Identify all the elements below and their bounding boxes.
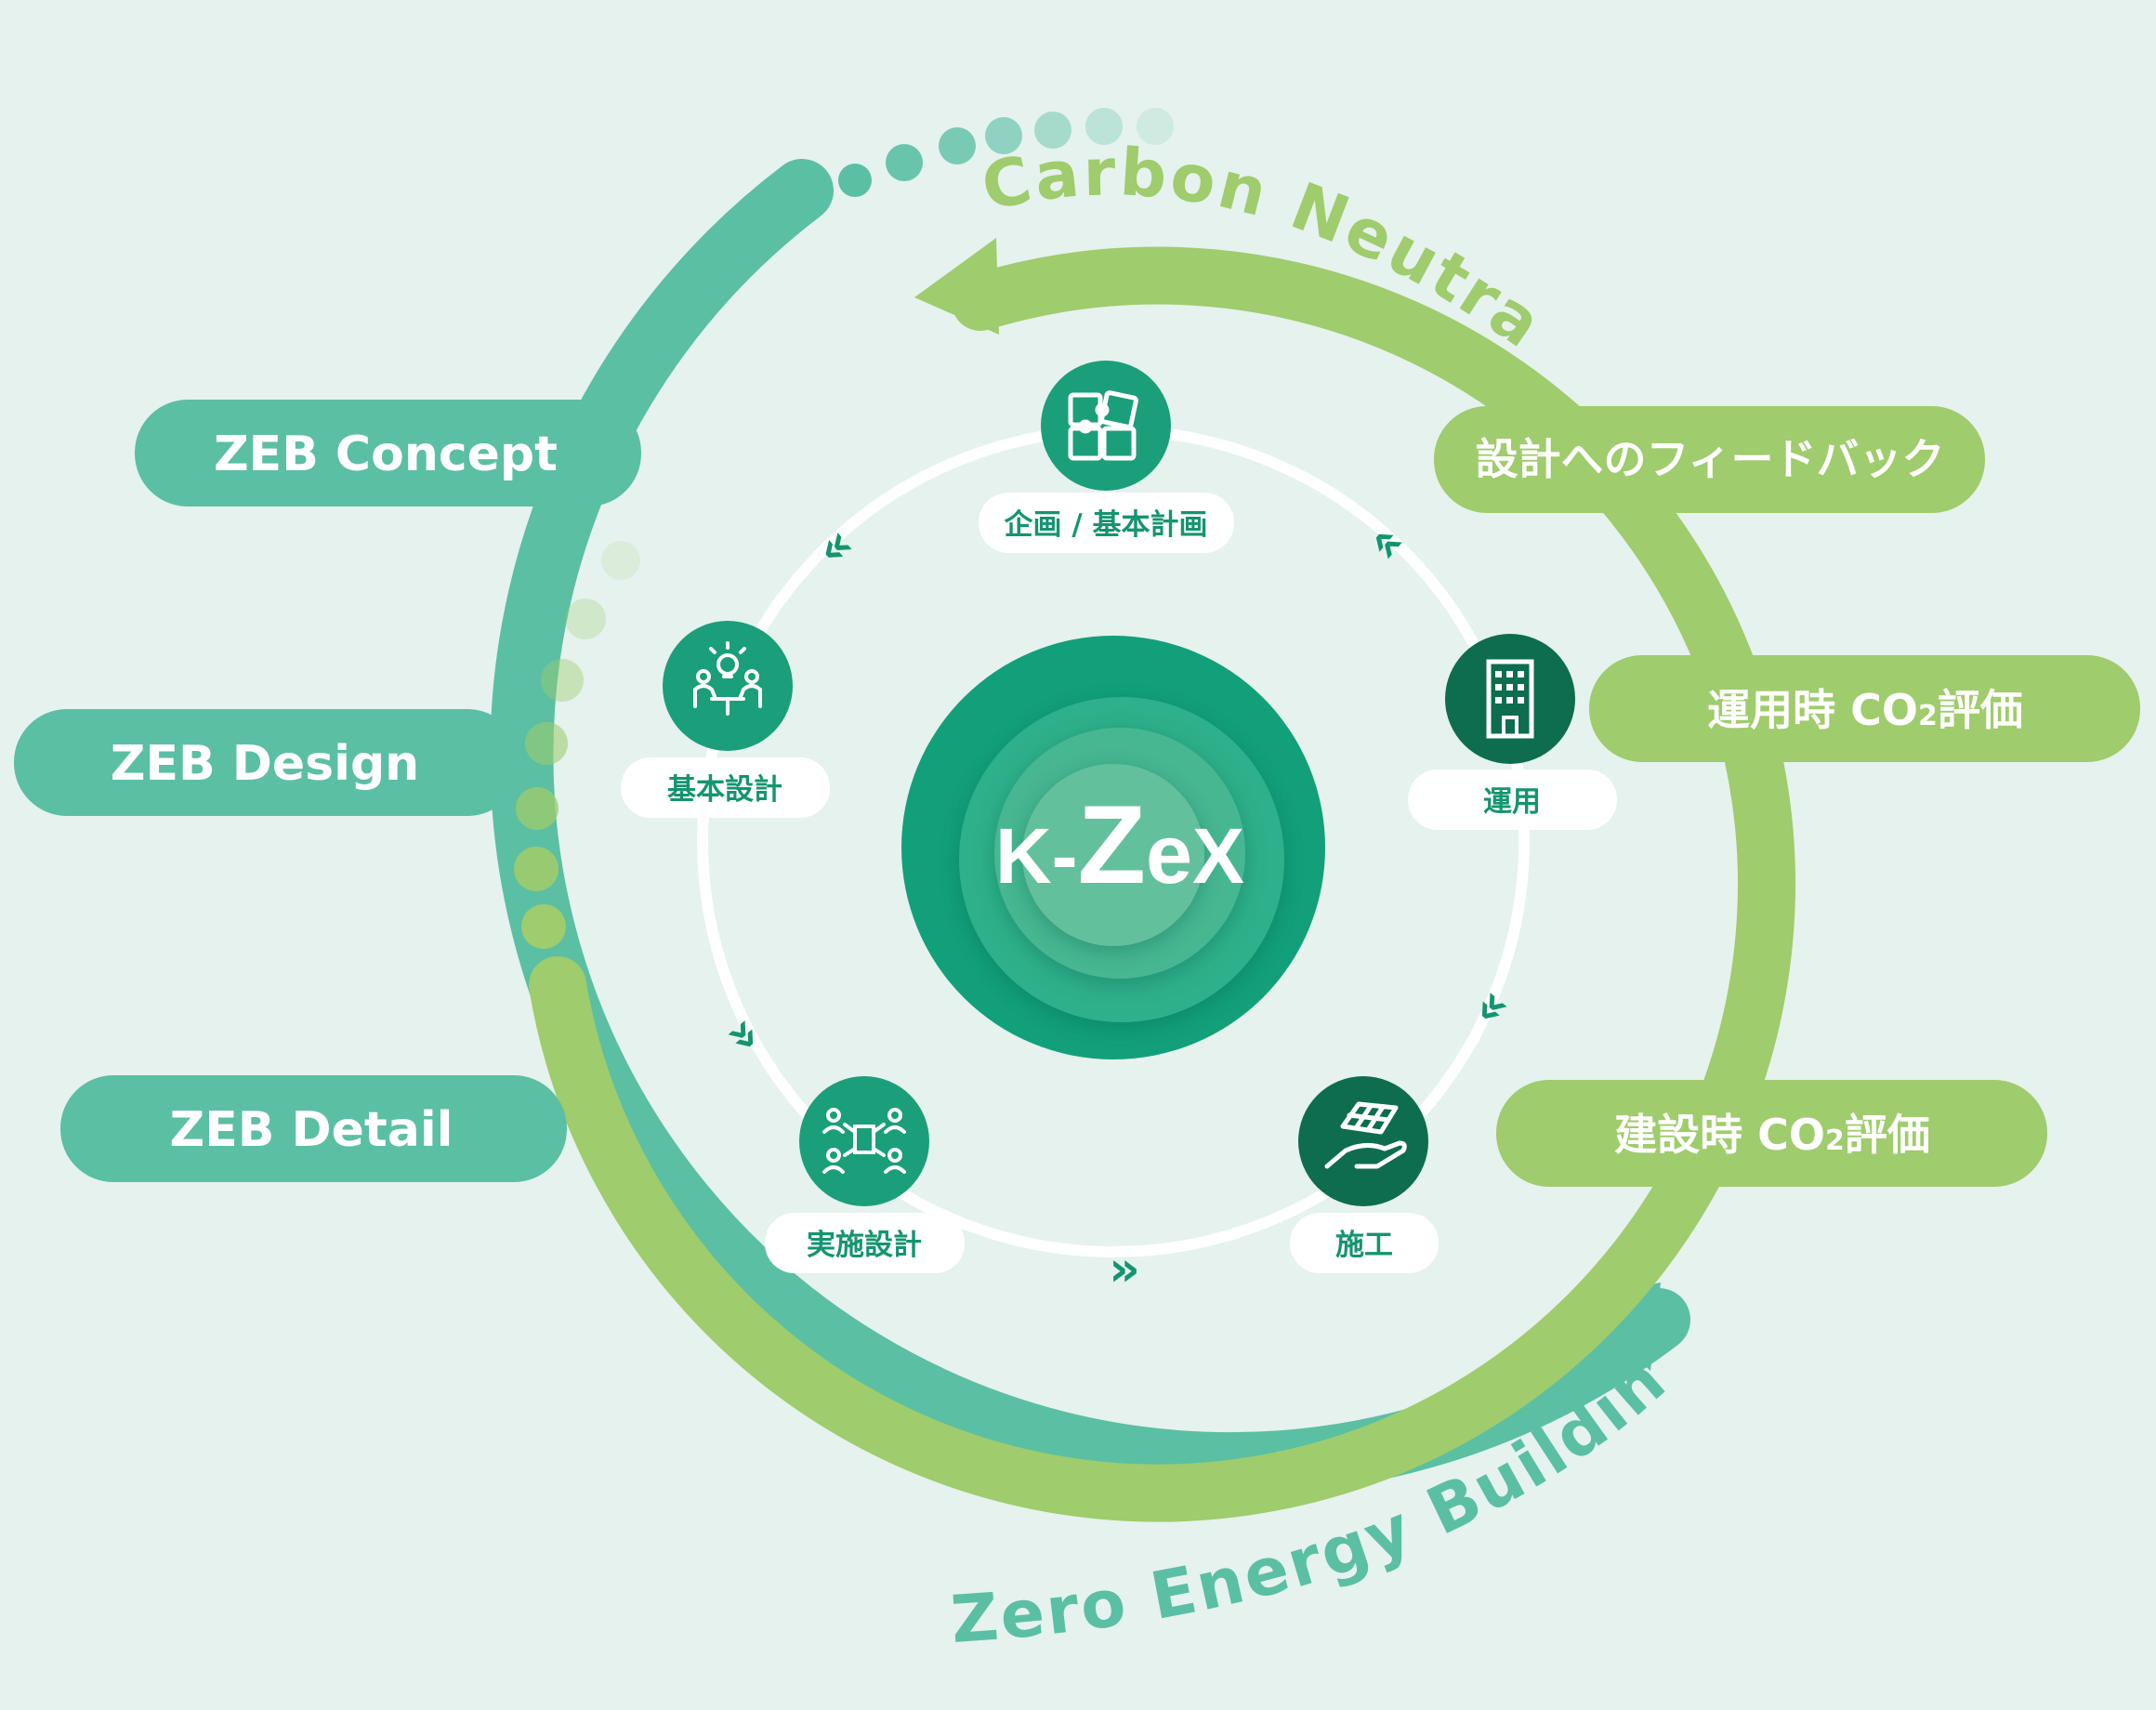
dot	[514, 847, 559, 891]
node-detailed-design-label: 実施設計	[807, 1229, 922, 1262]
zeb-design-pill: ZEB Design	[14, 709, 520, 816]
operation-co2-pill: 運用時 CO2評価	[1589, 655, 2140, 762]
dot	[886, 144, 923, 181]
node-planning-circle	[1041, 361, 1171, 491]
node-detailed-design: 実施設計	[765, 1076, 965, 1273]
logo-wordmark: K-ZeX	[995, 783, 1244, 907]
feedback-pill: 設計へのフィードバック	[1434, 406, 1985, 513]
dot	[521, 904, 566, 949]
zeb-detail-label: ZEB Detail	[170, 1102, 454, 1158]
flow-chevron: »	[1109, 1242, 1140, 1297]
building-icon	[1486, 659, 1534, 739]
lime-arrowhead	[914, 238, 999, 335]
feedback-label: 設計へのフィードバック	[1475, 434, 1944, 484]
zeb-design-label: ZEB Design	[111, 736, 419, 792]
node-basic-design-label: 基本設計	[667, 773, 782, 807]
dot	[541, 659, 584, 702]
k-zex-logo: K-ZeX	[901, 636, 1325, 1059]
dot	[565, 598, 606, 639]
node-operation: 運用	[1408, 634, 1617, 830]
node-planning-label: 企画 / 基本計画	[1005, 508, 1208, 542]
node-operation-pill	[1408, 770, 1617, 830]
zeb-concept-pill: ZEB Concept	[135, 400, 641, 506]
node-planning: 企画 / 基本計画	[979, 361, 1234, 553]
dot	[985, 117, 1022, 154]
node-operation-label: 運用	[1483, 785, 1541, 819]
team-network-icon	[822, 1108, 906, 1174]
construction-co2-label: 建設時 CO2評価	[1614, 1110, 1930, 1160]
zeb-concept-label: ZEB Concept	[214, 427, 558, 482]
meeting-idea-icon	[693, 641, 762, 716]
node-basic-design-circle	[663, 621, 793, 751]
dot	[939, 127, 976, 164]
dot	[1085, 108, 1123, 145]
flow-chevron: «	[1459, 978, 1522, 1037]
node-construction-pill	[1290, 1213, 1439, 1273]
node-planning-pill	[979, 493, 1234, 553]
node-construction: 施工	[1290, 1076, 1439, 1273]
dot	[516, 787, 559, 830]
teal-fading-dots	[838, 108, 1174, 197]
puzzle-icon	[1068, 390, 1138, 461]
node-detailed-design-pill	[765, 1213, 965, 1273]
carbon-neutral-ring	[529, 238, 1795, 1522]
zeb-detail-pill: ZEB Detail	[60, 1075, 567, 1182]
node-detailed-design-circle	[799, 1076, 929, 1206]
hand-solar-panel-icon	[1324, 1101, 1407, 1169]
operation-co2-label: 運用時 CO2評価	[1707, 685, 2023, 735]
dot	[1034, 112, 1071, 149]
dot	[601, 541, 640, 580]
construction-co2-pill: 建設時 CO2評価	[1496, 1080, 2047, 1187]
dot	[838, 164, 872, 197]
lime-arc	[529, 246, 1795, 1522]
dot	[1137, 108, 1174, 145]
logo-core-disc	[1022, 764, 1204, 946]
node-basic-design-pill	[621, 757, 830, 818]
dot	[525, 722, 568, 765]
node-construction-label: 施工	[1335, 1229, 1393, 1262]
node-basic-design: 基本設計	[621, 621, 830, 818]
node-construction-circle	[1298, 1076, 1428, 1206]
lime-fading-dots	[514, 541, 640, 949]
